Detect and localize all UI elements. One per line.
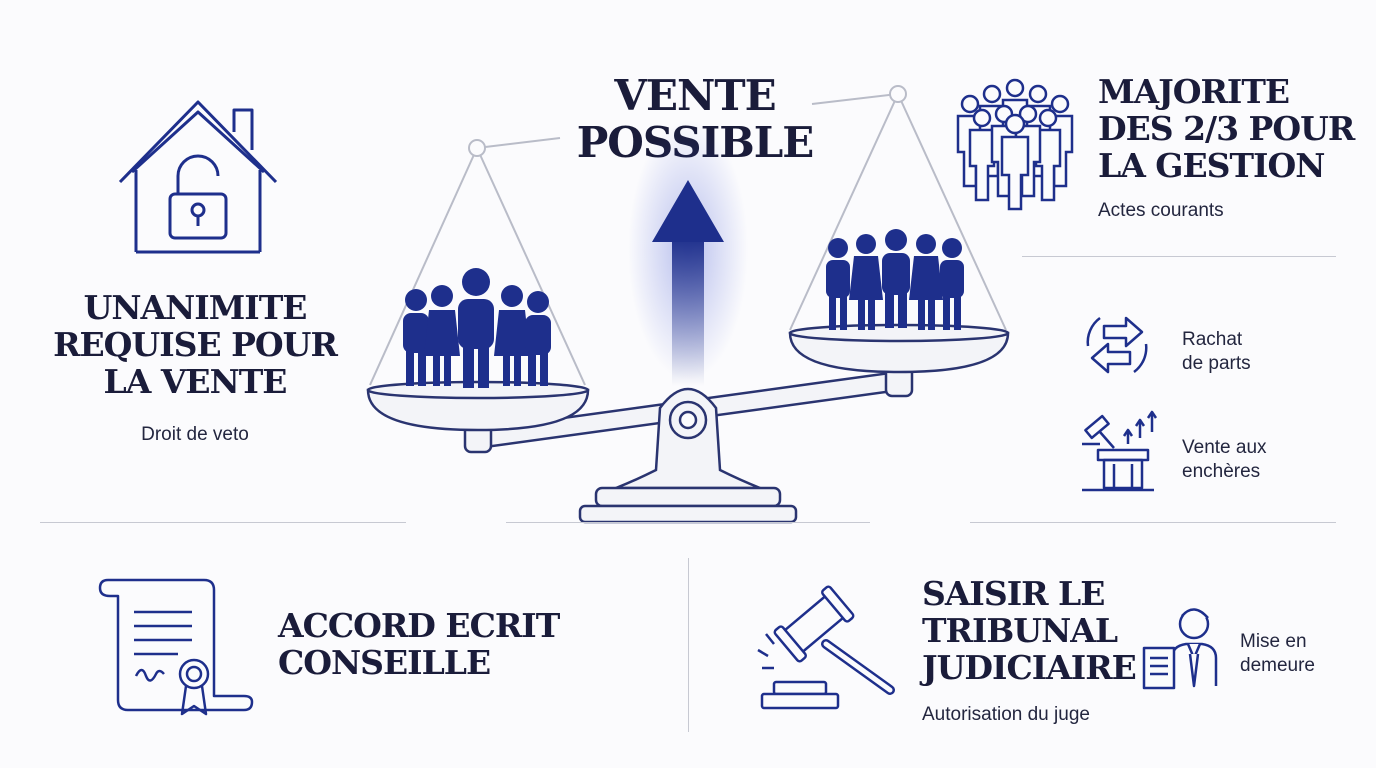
bottom-right-aside-line1: Mise en xyxy=(1240,631,1307,652)
vertical-divider xyxy=(688,558,689,732)
divider xyxy=(40,522,406,523)
divider xyxy=(1022,256,1336,257)
option-encheres-label: Vente aux enchères xyxy=(1182,436,1267,484)
left-title-line2: REQUISE POUR xyxy=(53,324,338,364)
left-title-line3: LA VENTE xyxy=(103,361,288,401)
right-block-title: MAJORITE DES 2/3 POUR LA GESTION xyxy=(1098,72,1368,185)
bottom-right-aside: Mise en demeure xyxy=(1240,630,1315,678)
divider xyxy=(506,522,870,523)
bottom-right-subtitle: Autorisation du juge xyxy=(922,704,1090,725)
lawyer-icon xyxy=(1142,608,1218,690)
center-title-line1: VENTE xyxy=(614,71,776,120)
exchange-arrows-icon xyxy=(1086,316,1148,374)
bottom-right-title-line3: JUDICIAIRE xyxy=(922,647,1137,687)
group-people-icon xyxy=(826,229,964,330)
bottom-right-title-line2: TRIBUNAL xyxy=(922,610,1118,650)
left-block-subtitle: Droit de veto xyxy=(141,424,249,445)
group-people-icon xyxy=(403,268,551,388)
up-arrow-icon xyxy=(628,120,748,386)
left-title-line1: UNANIMITE xyxy=(83,288,308,327)
bottom-right-title: SAISIR LE TRIBUNAL JUDICIAIRE xyxy=(922,574,1162,687)
auction-icon xyxy=(1082,410,1158,492)
option-encheres-line1: Vente aux xyxy=(1182,437,1267,458)
bottom-right-aside-line2: demeure xyxy=(1240,655,1315,676)
option-rachat-line1: Rachat xyxy=(1182,329,1243,350)
right-title-line2: DES 2/3 POUR xyxy=(1098,108,1355,148)
option-rachat-line2: de parts xyxy=(1182,353,1251,374)
bottom-left-title-line1: ACCORD ECRIT xyxy=(278,606,560,645)
left-block-title: UNANIMITE REQUISE POUR LA VENTE xyxy=(40,288,350,401)
right-pan xyxy=(788,323,1010,374)
bottom-left-title: ACCORD ECRIT CONSEILLE xyxy=(278,606,578,682)
house-lock-icon xyxy=(118,100,278,254)
left-pan xyxy=(366,380,590,432)
gavel-icon xyxy=(757,585,895,710)
bottom-right-title-line1: SAISIR LE xyxy=(922,574,1105,613)
option-encheres-line2: enchères xyxy=(1182,461,1261,482)
divider xyxy=(970,522,1336,523)
right-title-line3: LA GESTION xyxy=(1098,145,1325,185)
right-title-line1: MAJORITE xyxy=(1098,72,1290,111)
crowd-icon xyxy=(956,78,1074,211)
certificate-scroll-icon xyxy=(98,578,254,716)
bottom-left-title-line2: CONSEILLE xyxy=(278,642,491,682)
option-rachat-label: Rachat de parts xyxy=(1182,328,1251,376)
right-block-subtitle: Actes courants xyxy=(1098,200,1224,221)
